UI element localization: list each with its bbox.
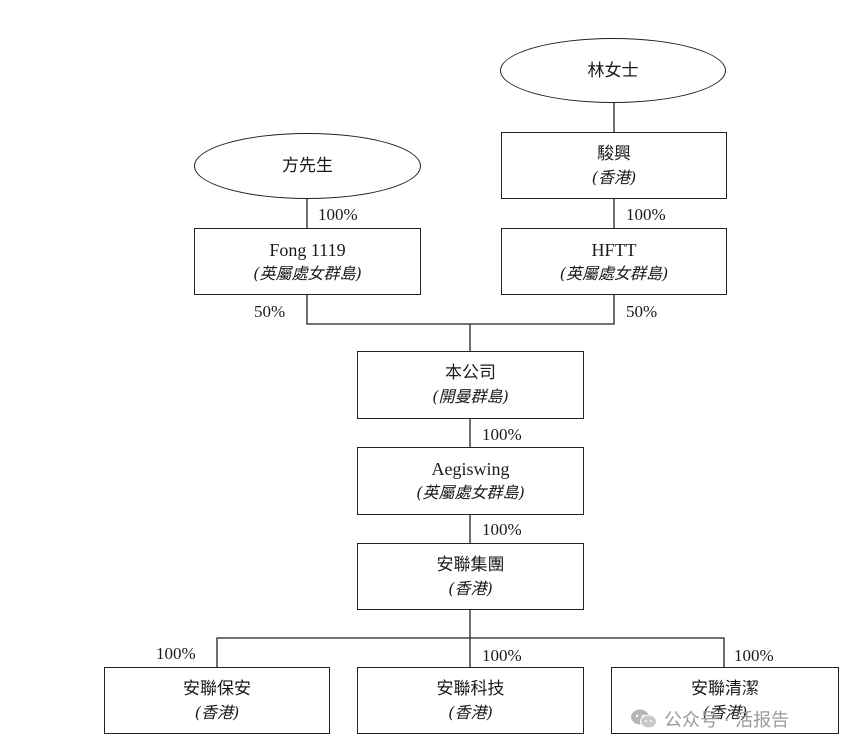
anlian-security-name: 安聯保安 — [183, 678, 251, 699]
anlian-group-jurisdiction: (香港) — [448, 578, 493, 598]
anlian-tech-jurisdiction: (香港) — [448, 702, 493, 722]
junxing-jurisdiction: (香港) — [591, 167, 637, 187]
line-subsidiary-branch — [216, 637, 725, 667]
pct-fong1119-to-company: 50% — [254, 302, 286, 321]
hftt-box: HFTT (英屬處女群島) — [501, 228, 727, 295]
company-name: 本公司 — [445, 363, 496, 383]
anlian-tech-name: 安聯科技 — [436, 678, 505, 699]
junxing-name: 駿興 — [597, 143, 631, 164]
pct-hftt-to-company: 50% — [626, 302, 658, 321]
anlian-cleaning-jurisdiction: (香港) — [702, 702, 748, 722]
anlian-group-name: 安聯集團 — [436, 554, 505, 575]
wechat-icon — [631, 709, 657, 729]
anlian-security-box: 安聯保安 (香港) — [104, 667, 330, 734]
ms-lam-ellipse: 林女士 — [500, 38, 726, 103]
fong1119-jurisdiction: (英屬處女群島) — [253, 263, 362, 283]
fong1119-box: Fong 1119 (英屬處女群島) — [194, 228, 421, 295]
pct-fong-to-fong1119: 100% — [318, 205, 358, 224]
anlian-tech-box: 安聯科技 (香港) — [357, 667, 584, 734]
watermark-text: 公众号 · 活报告 — [664, 710, 790, 731]
pct-company-to-aegiswing: 100% — [482, 425, 522, 444]
aegiswing-box: Aegiswing (英屬處女群島) — [357, 447, 584, 515]
company-box: 本公司 (開曼群島) — [357, 351, 584, 419]
mr-fong-name: 方先生 — [282, 156, 333, 176]
junxing-box: 駿興 (香港) — [501, 132, 727, 199]
mr-fong-ellipse: 方先生 — [194, 133, 421, 199]
pct-group-to-cleaning: 100% — [734, 646, 774, 665]
fong1119-name: Fong 1119 — [269, 239, 346, 260]
watermark: 公众号 · 活报告 — [630, 706, 789, 732]
anlian-group-box: 安聯集團 (香港) — [357, 543, 584, 610]
anlian-cleaning-name: 安聯清潔 — [691, 678, 759, 699]
pct-junxing-to-hftt: 100% — [626, 205, 666, 224]
pct-aegiswing-to-group: 100% — [482, 520, 522, 539]
hftt-name: HFTT — [591, 239, 637, 260]
company-jurisdiction: (開曼群島) — [432, 387, 509, 406]
hftt-jurisdiction: (英屬處女群島) — [559, 263, 669, 283]
line-holdco-merge — [306, 295, 615, 325]
aegiswing-jurisdiction: (英屬處女群島) — [416, 483, 525, 502]
pct-group-to-security: 100% — [156, 644, 196, 663]
ms-lam-name: 林女士 — [587, 60, 639, 81]
pct-group-to-tech: 100% — [482, 646, 522, 665]
aegiswing-name: Aegiswing — [431, 459, 510, 479]
anlian-security-jurisdiction: (香港) — [194, 702, 240, 722]
